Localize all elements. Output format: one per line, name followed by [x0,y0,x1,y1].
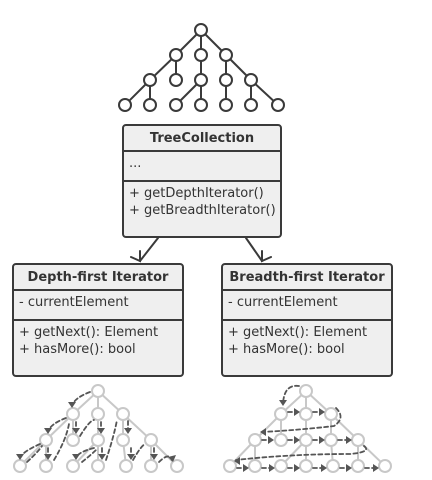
arrow-to-breadth [245,237,263,262]
breadth-iterator-fields: - currentElement [223,291,391,321]
depth-iterator-title: Depth-first Iterator [14,265,182,291]
tree-collection-field: ... [129,156,142,171]
tree-collection-class: TreeCollection ... + getDepthIterator() … [122,124,282,238]
depth-iterator-field: - currentElement [19,295,129,310]
depth-iterator-class: Depth-first Iterator - currentElement + … [12,263,184,377]
breadth-iterator-class: Breadth-first Iterator - currentElement … [221,263,393,377]
breadth-iterator-field: - currentElement [228,295,338,310]
breadth-iterator-methods: + getNext(): Element + hasMore(): bool [223,321,391,361]
method-get-breadth-iterator: + getBreadthIterator() [129,203,276,218]
depth-iterator-methods: + getNext(): Element + hasMore(): bool [14,321,182,361]
depth-iterator-fields: - currentElement [14,291,182,321]
arrow-to-depth [139,237,159,262]
depth-method-has-more: + hasMore(): bool [19,342,136,357]
tree-collection-fields: ... [124,152,280,182]
breadth-iterator-title: Breadth-first Iterator [223,265,391,291]
tree-collection-title: TreeCollection [124,126,280,152]
tree-collection-methods: + getDepthIterator() + getBreadthIterato… [124,182,280,222]
breadth-method-has-more: + hasMore(): bool [228,342,345,357]
breadth-method-get-next: + getNext(): Element [228,325,368,340]
method-get-depth-iterator: + getDepthIterator() [129,186,264,201]
depth-method-get-next: + getNext(): Element [19,325,159,340]
